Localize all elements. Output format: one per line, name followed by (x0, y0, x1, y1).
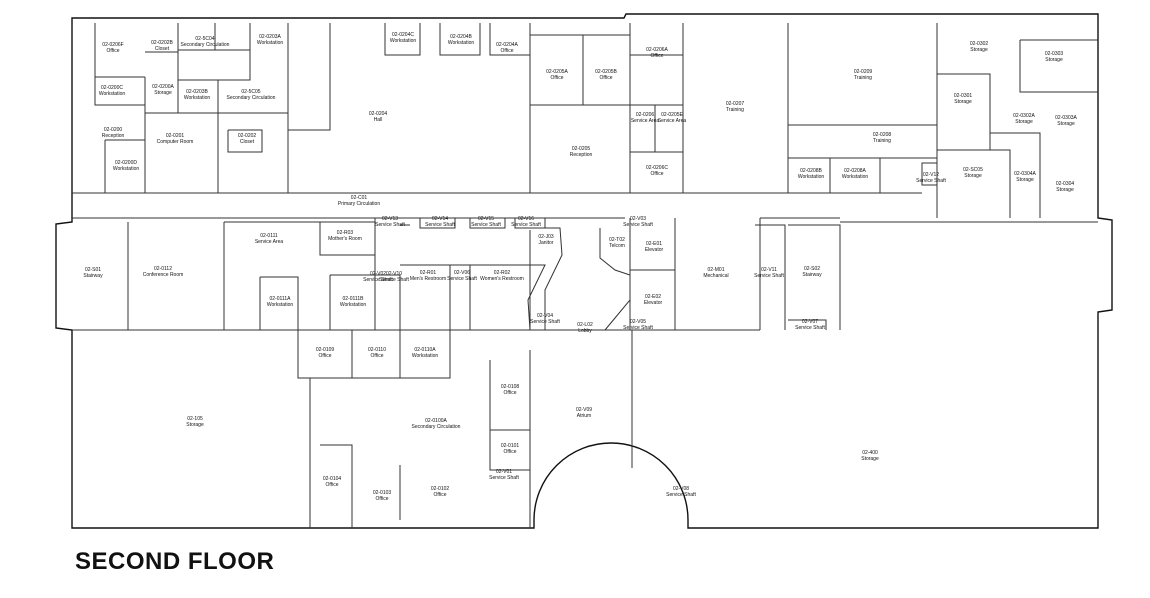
building-walls (55, 13, 1113, 529)
floor-title: SECOND FLOOR (75, 548, 275, 575)
